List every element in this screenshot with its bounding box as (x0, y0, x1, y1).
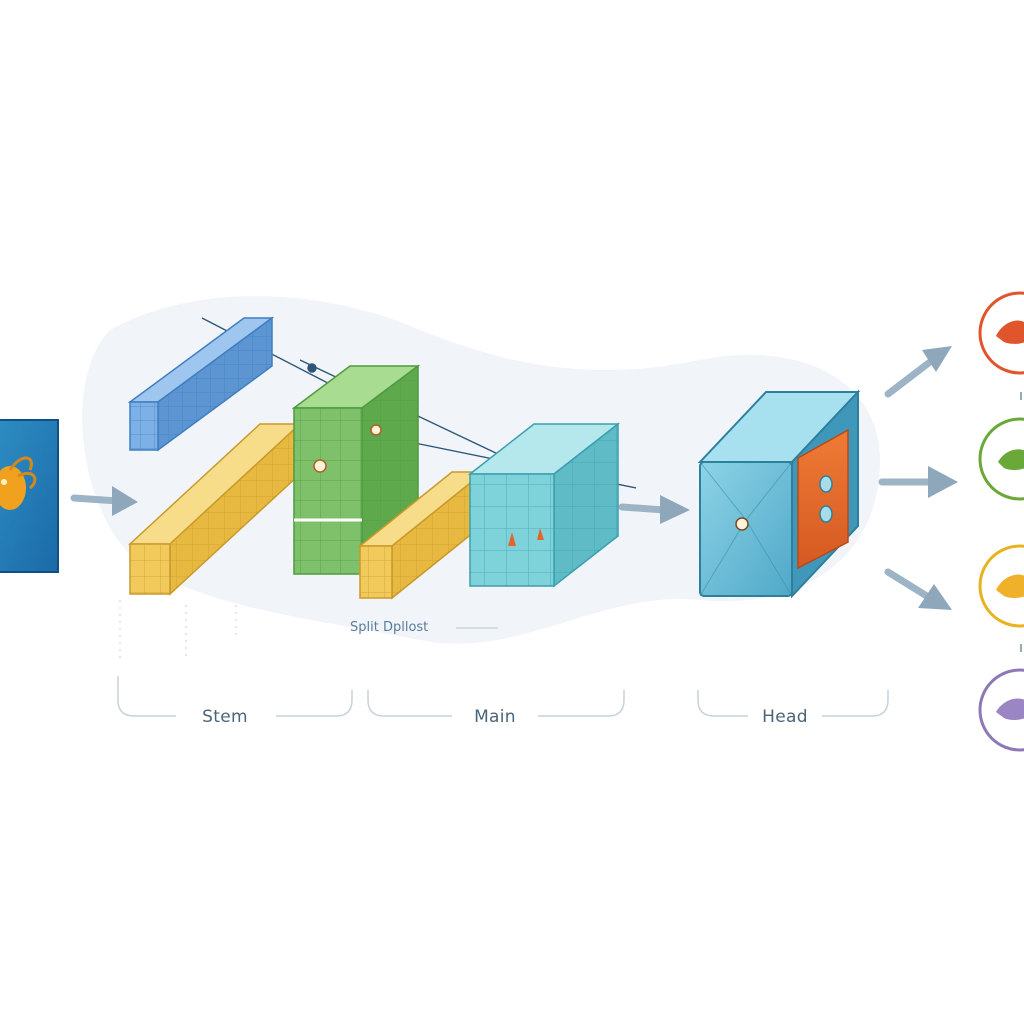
creature-icon (996, 574, 1024, 598)
creature-icon (0, 456, 37, 510)
creature-icon (996, 320, 1024, 344)
split-label: Split Dpllost (350, 620, 428, 635)
stage-bracket-main: Main (367, 690, 625, 727)
head-block (697, 389, 861, 599)
head-output-panel (797, 428, 849, 570)
output-red (978, 291, 1024, 375)
arrow-to-output-red (884, 346, 952, 398)
main-teal-block (467, 422, 621, 588)
stage-bracket-head: Head (697, 690, 889, 727)
arrow-input-to-stem (70, 486, 138, 516)
stage-label-head: Head (762, 707, 808, 727)
output-green (978, 417, 1024, 501)
stem-yellow-block (128, 422, 302, 596)
guide-ticks (119, 600, 237, 660)
stage-label-stem: Stem (202, 707, 248, 727)
main-green-block (291, 364, 421, 576)
arrow-main-to-head (618, 495, 690, 524)
arrow-to-output-yellow (884, 568, 952, 610)
stage-bracket-stem: Stem (117, 676, 353, 727)
output-arrows (878, 346, 958, 610)
creature-icon (998, 449, 1024, 470)
stage-label-main: Main (474, 707, 516, 727)
output-purple (978, 668, 1024, 752)
output-yellow (978, 544, 1024, 628)
creature-icon (996, 698, 1024, 720)
stem-blue-block (127, 316, 275, 452)
main-yellow-block (357, 470, 487, 600)
output-classes (978, 291, 1024, 752)
arrow-to-output-green (878, 466, 958, 498)
split-annotation: Split Dpllost (350, 620, 498, 635)
input-image (0, 419, 59, 573)
